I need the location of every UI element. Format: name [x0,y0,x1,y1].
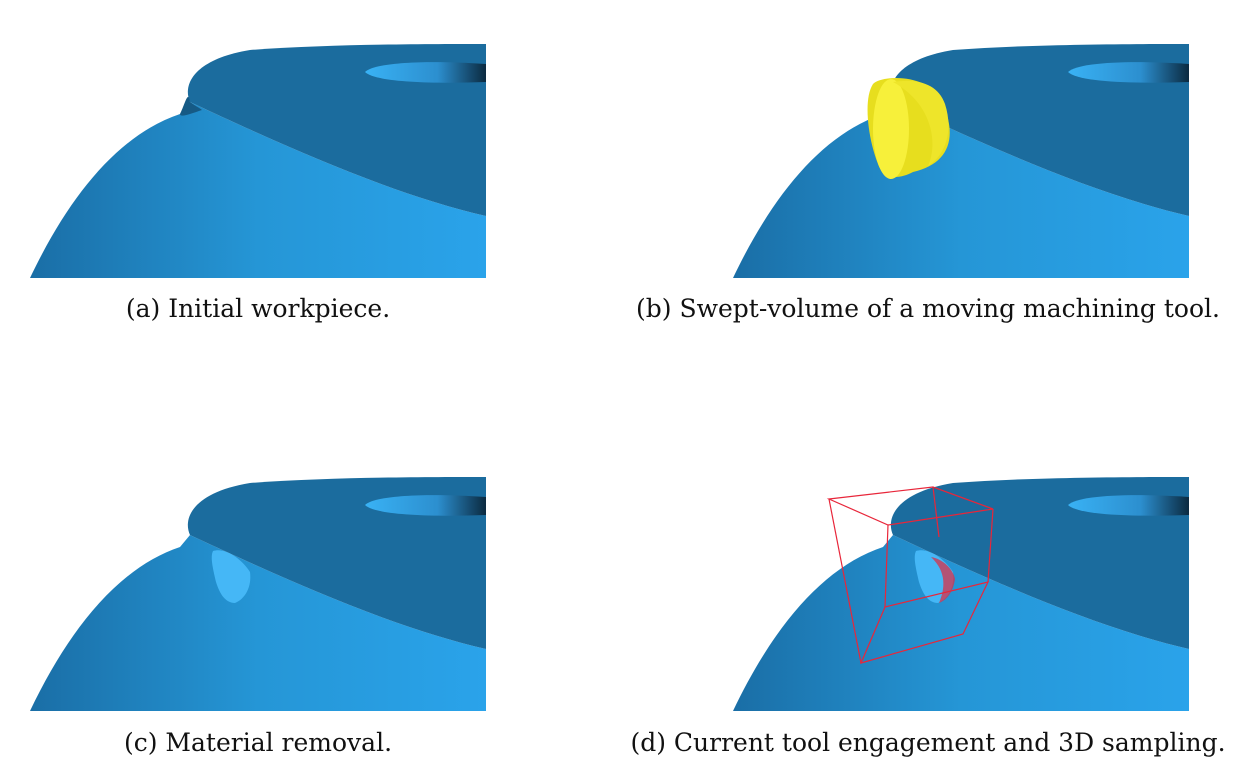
subfigure-b [733,44,1189,278]
subfigure-d [733,477,1189,711]
workpiece-render [733,477,1189,711]
workpiece-render [30,44,486,278]
caption-d: (d) Current tool engagement and 3D sampl… [630,728,1226,757]
removal-cavity [211,550,251,603]
caption-c: (c) Material removal. [123,728,393,757]
sampling-box [826,486,994,664]
workpiece-render [30,477,486,711]
subfigure-c [30,477,486,711]
tool-swept-volume [867,78,950,179]
workpiece-render [733,44,1189,278]
caption-a: (a) Initial workpiece. [125,294,391,323]
subfigure-a [30,44,486,278]
caption-b: (b) Swept-volume of a moving machining t… [636,294,1220,323]
